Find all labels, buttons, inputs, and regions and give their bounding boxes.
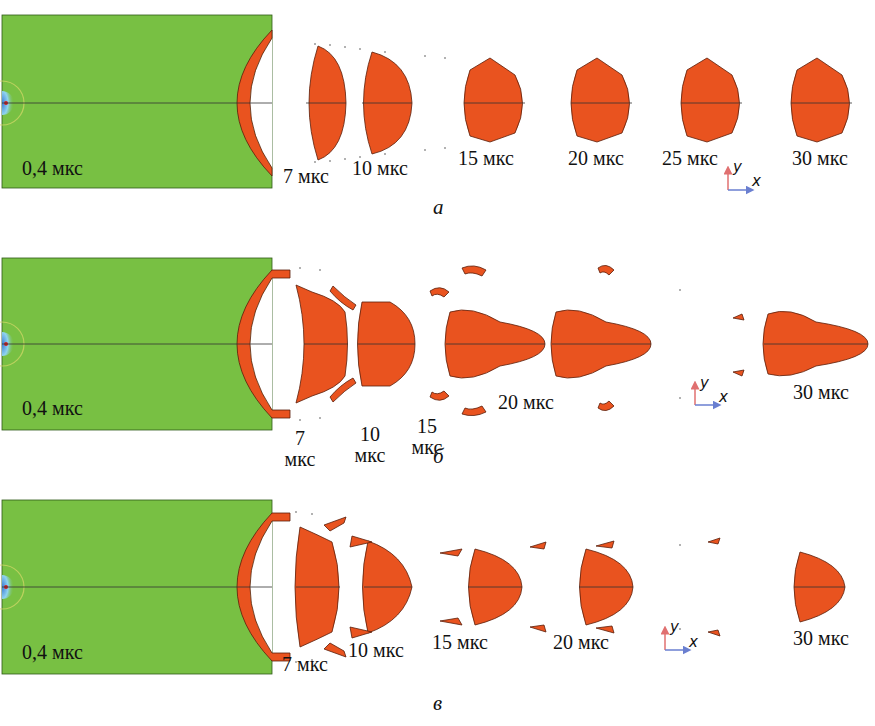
panel-letter: б: [433, 445, 444, 467]
time-label: 20 мкс: [553, 632, 609, 653]
time-label: 7 мкс: [282, 654, 328, 675]
time-label: 25 мкс: [662, 148, 718, 169]
axis-label: x: [689, 635, 698, 651]
time-label: 7 мкс: [283, 428, 317, 470]
time-label: 10 мкс: [352, 158, 408, 179]
time-label: 15 мкс: [458, 148, 514, 169]
panel-letter: а: [433, 196, 444, 218]
axis-label: y: [700, 376, 709, 392]
time-label: 20 мкс: [498, 392, 554, 413]
time-label: 7 мкс: [283, 166, 329, 187]
time-label: 10 мкс: [350, 424, 390, 466]
axis-label: x: [719, 390, 728, 406]
time-label: 10 мкс: [348, 640, 404, 661]
panel-letter: в: [433, 692, 442, 714]
time-label: 0,4 мкс: [22, 158, 83, 179]
time-label: 30 мкс: [792, 148, 848, 169]
axis-label: y: [670, 620, 679, 636]
time-label: 30 мкс: [793, 382, 849, 403]
axis-label: x: [752, 174, 761, 190]
time-label: 0,4 мкс: [22, 642, 83, 663]
time-label: 15 мкс: [432, 632, 488, 653]
time-label: 30 мкс: [793, 628, 849, 649]
time-label: 0,4 мкс: [22, 398, 83, 419]
time-label: 20 мкс: [568, 148, 624, 169]
axis-label: y: [733, 160, 742, 176]
